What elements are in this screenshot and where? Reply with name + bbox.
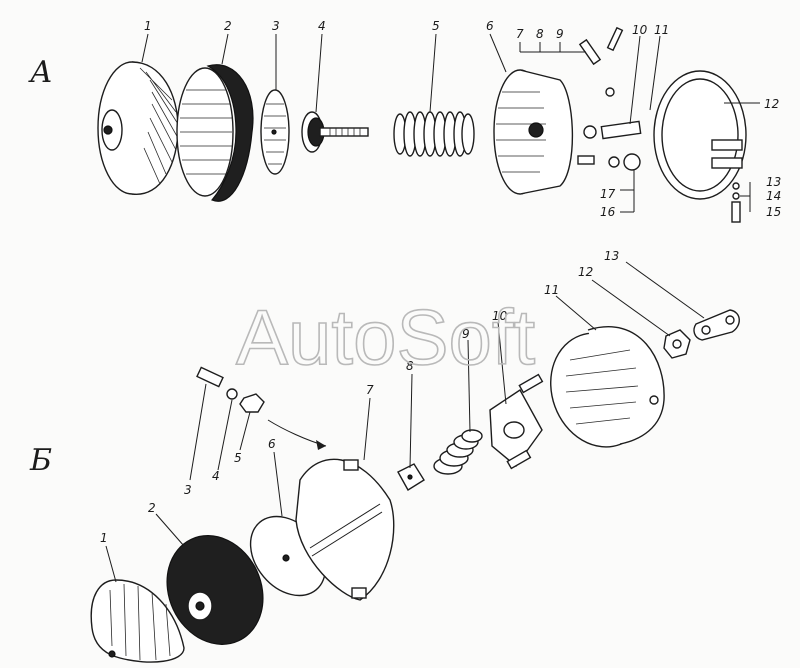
callout-a13: 13	[766, 175, 781, 189]
part-b9-spring	[433, 429, 483, 475]
callout-a9: 9	[556, 27, 564, 41]
part-a1-cover	[97, 61, 179, 195]
part-a4-rod	[301, 111, 369, 153]
part-a12-clamp-ring	[653, 70, 747, 200]
part-b12-nut	[663, 329, 691, 359]
part-a6-cup	[493, 69, 595, 195]
leader-lines-b	[105, 261, 705, 583]
callout-b1: 1	[100, 531, 108, 545]
callout-b3: 3	[184, 483, 192, 497]
part-a2-housing	[176, 64, 254, 202]
part-b8-plate	[397, 463, 425, 491]
callout-a12: 12	[764, 97, 779, 111]
callout-a3: 3	[272, 19, 280, 33]
part-b7-frame	[295, 458, 395, 601]
callout-b8: 8	[406, 359, 414, 373]
callout-a11: 11	[654, 23, 669, 37]
callout-a7: 7	[516, 27, 524, 41]
callout-b9: 9	[462, 327, 470, 341]
callout-b13: 13	[604, 249, 619, 263]
leader-lines-a	[141, 33, 760, 213]
callout-a5: 5	[432, 19, 440, 33]
part-a7-a11-fasteners	[578, 26, 642, 171]
section-label-a: А	[28, 55, 53, 90]
callout-b12: 12	[578, 265, 593, 279]
callout-a6: 6	[486, 19, 494, 33]
callout-a16: 16	[600, 205, 616, 219]
callout-b5: 5	[234, 451, 242, 465]
watermark-text: AutoSoft	[236, 293, 536, 381]
callout-a15: 15	[766, 205, 781, 219]
assembly-arrowhead	[316, 440, 326, 450]
callout-a1: 1	[144, 19, 152, 33]
callout-b4: 4	[212, 469, 220, 483]
callout-a17: 17	[600, 187, 616, 201]
part-b1-cover	[90, 579, 185, 663]
part-b11-cup	[550, 326, 665, 448]
callout-a14: 14	[766, 189, 781, 203]
part-a5-spring	[393, 111, 475, 157]
callout-b6: 6	[268, 437, 276, 451]
callout-a10: 10	[632, 23, 648, 37]
part-a13-a15-bolt	[731, 182, 741, 223]
callout-b2: 2	[148, 501, 156, 515]
callout-a4: 4	[318, 19, 326, 33]
section-label-b: Б	[29, 443, 52, 478]
callout-b11: 11	[544, 283, 559, 297]
callout-a2: 2	[224, 19, 232, 33]
part-b10-flange	[489, 373, 544, 470]
part-a3-disc	[260, 89, 290, 175]
callout-b7: 7	[366, 383, 374, 397]
part-b13-bracket	[693, 309, 740, 341]
callout-b10: 10	[492, 309, 508, 323]
part-b3-b5-fasteners	[196, 366, 265, 413]
part-b2-housing	[166, 535, 264, 645]
callout-a8: 8	[536, 27, 544, 41]
